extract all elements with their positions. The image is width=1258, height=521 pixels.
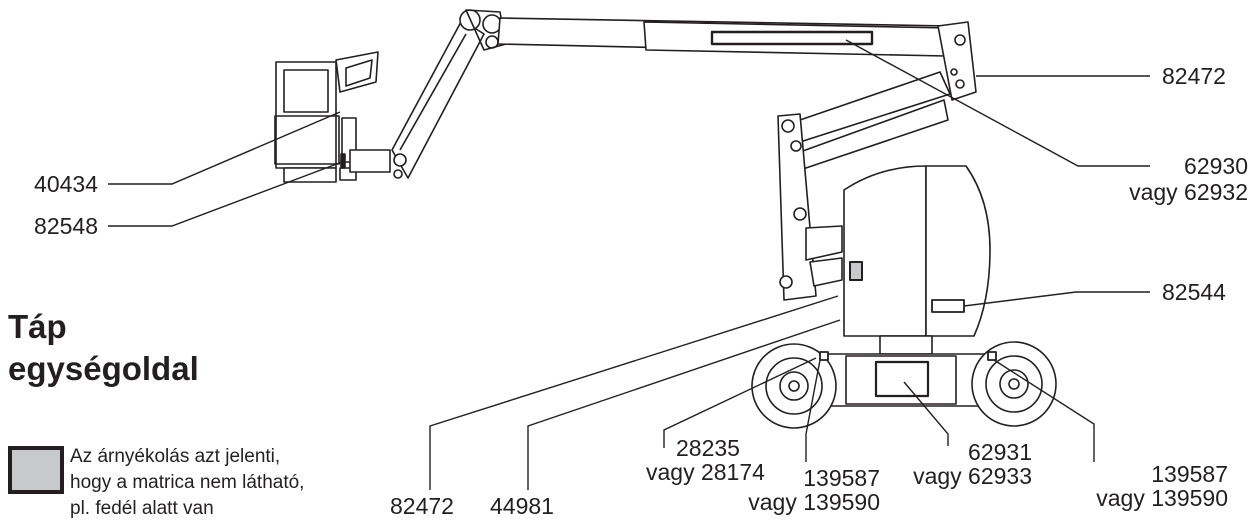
label-82472-bottom: 82472	[390, 493, 454, 519]
legend-shade-swatch	[8, 446, 64, 494]
label-139587-a: 139587	[803, 465, 880, 491]
legend-text: Az árnyékolás azt jelenti, hogy a matric…	[70, 446, 305, 519]
label-139590-a: vagy 139590	[748, 489, 880, 515]
label-44981: 44981	[490, 493, 554, 519]
label-40434: 40434	[34, 171, 98, 197]
leader-lines	[108, 39, 1150, 490]
title-line-2: egységoldal	[8, 350, 199, 387]
label-62933: vagy 62933	[913, 463, 1032, 489]
label-28174: vagy 28174	[646, 459, 765, 485]
main-boom	[497, 17, 977, 101]
label-62932: vagy 62932	[1129, 179, 1248, 205]
label-139590-b: vagy 139590	[1096, 485, 1228, 511]
riser-arms	[777, 71, 951, 301]
decal-82472	[849, 261, 863, 281]
label-82544: 82544	[1162, 279, 1226, 305]
label-82548: 82548	[34, 213, 98, 239]
label-62930: 62930	[1184, 153, 1248, 179]
decal-139587-a	[819, 351, 829, 361]
platform-basket	[274, 51, 379, 183]
title-line-1: Táp	[8, 308, 67, 345]
label-82472-top: 82472	[1162, 63, 1226, 89]
page-title: Táp egységoldal	[8, 306, 199, 390]
decal-82548	[340, 153, 346, 169]
turntable	[843, 165, 991, 355]
label-139587-b: 139587	[1151, 461, 1228, 487]
decal-139587-b	[987, 351, 997, 361]
jib-arm	[349, 9, 507, 179]
label-62931: 62931	[968, 439, 1032, 465]
chassis	[751, 341, 1057, 429]
label-28235: 28235	[676, 435, 740, 461]
